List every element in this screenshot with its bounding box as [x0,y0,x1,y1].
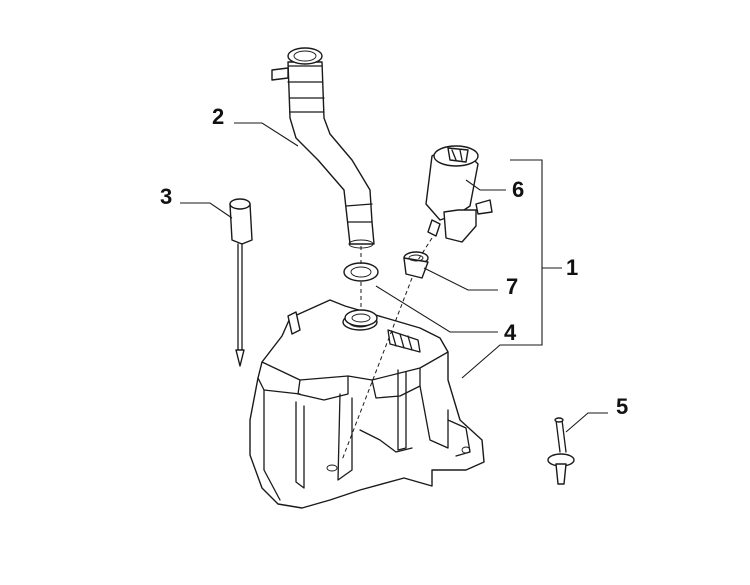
callout-labels: 1 2 3 4 5 6 7 [160,104,628,419]
washer-fluid-reservoir [249,299,485,509]
filler-neck-pipe [271,47,375,249]
seal-rings [343,262,379,327]
callout-4: 4 [504,320,517,345]
washer-pump [425,145,493,243]
pump-grommet [403,251,429,279]
level-sensor [229,198,253,367]
assembly-axes [341,237,433,461]
leader-lines [180,122,608,433]
callout-2: 2 [212,104,224,129]
callout-6: 6 [512,177,524,202]
callout-3: 3 [160,184,172,209]
callout-1: 1 [566,255,578,280]
callout-7: 7 [506,274,518,299]
fastener-rivet [547,417,575,485]
callout-5: 5 [616,394,628,419]
